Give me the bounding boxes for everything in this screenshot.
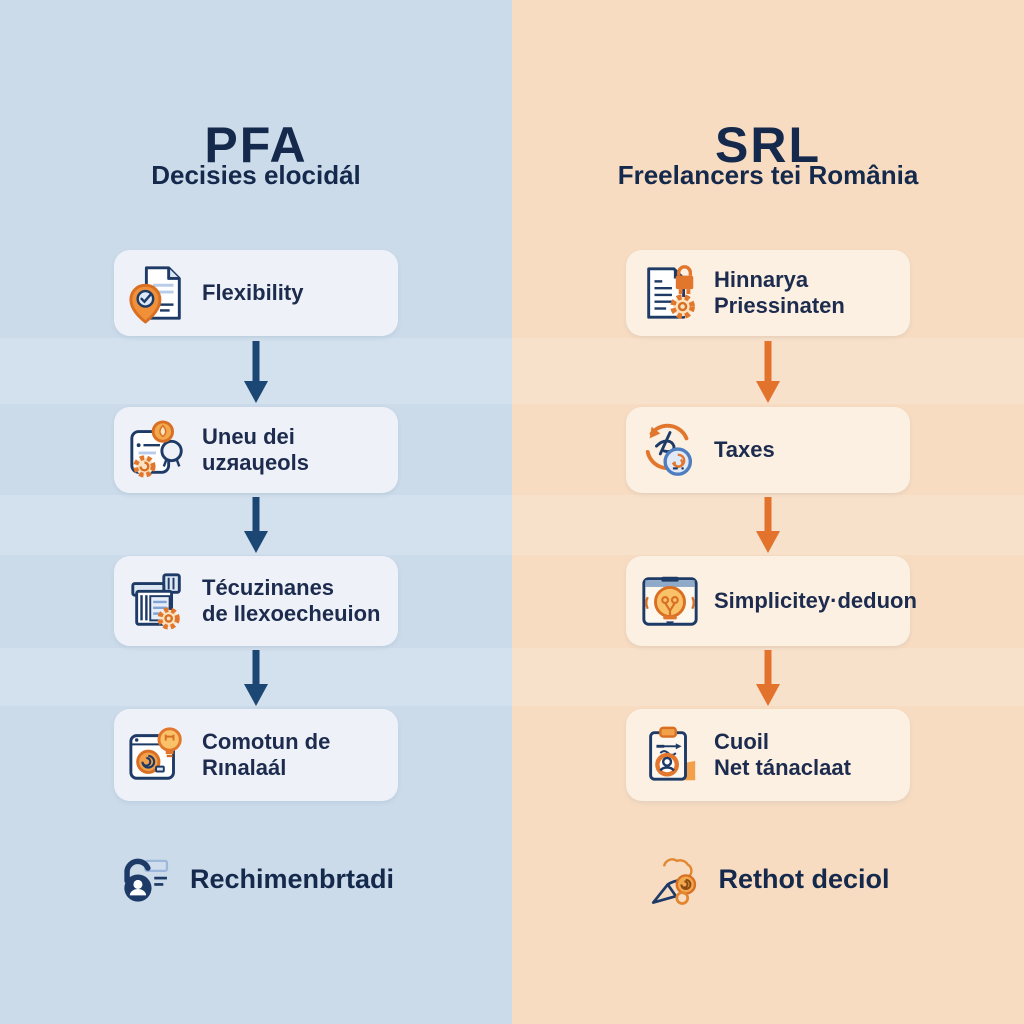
- right-subtitle: Freelancers tei România: [617, 160, 919, 190]
- down-arrow-icon: [242, 497, 270, 553]
- card-label: Taxes: [714, 437, 775, 463]
- tablet-idea-icon: [639, 570, 701, 632]
- left-title: PFA: [204, 116, 308, 173]
- down-arrow-icon: [754, 650, 782, 706]
- right-title: SRL: [715, 116, 821, 173]
- down-arrow-icon: [242, 650, 270, 706]
- right-footer: Rethot deciol: [512, 850, 1024, 908]
- card-label: Simplicitey·deduon: [714, 588, 917, 614]
- tax-cycle-icon: [639, 419, 701, 481]
- clipboard-person-icon: [639, 724, 701, 786]
- card-label: Técuzinanes de Ilexoecheuion: [202, 575, 381, 626]
- right-card-4: Cuoil Net tánaclaat: [626, 709, 910, 801]
- card-label: Cuoil Net tánaclaat: [714, 729, 851, 780]
- card-label: Uneu dei uzяaɥeols: [202, 424, 309, 475]
- certificate-gear-icon: [127, 419, 189, 481]
- document-pin-icon: [127, 262, 189, 324]
- left-card-2: Uneu dei uzяaɥeols: [114, 407, 398, 493]
- archive-gear-icon: [127, 570, 189, 632]
- left-card-4: Comotun de Rınalaál: [114, 709, 398, 801]
- down-arrow-icon: [754, 341, 782, 403]
- megaphone-icon: [646, 850, 704, 908]
- lock-list-icon: [118, 850, 176, 908]
- card-label: Comotun de Rınalaál: [202, 729, 331, 780]
- card-label: Hinnarya Priessinaten: [714, 267, 845, 318]
- down-arrow-icon: [754, 497, 782, 553]
- column-right: SRL Freelancers tei România Hinnarya Pri…: [512, 0, 1024, 1024]
- down-arrow-icon: [242, 341, 270, 403]
- left-subtitle: Decisies elocidál: [151, 160, 361, 190]
- footer-label: Rechimenbrtadi: [189, 863, 395, 894]
- browser-idea-icon: [127, 724, 189, 786]
- left-card-flexibility: Flexibility: [114, 250, 398, 336]
- right-card-taxes: Taxes: [626, 407, 910, 493]
- right-card-3: Simplicitey·deduon: [626, 556, 917, 646]
- column-left: PFA Decisies elocidál Flexibility: [0, 0, 512, 1024]
- footer-label: Rethot deciol: [718, 863, 890, 894]
- left-card-3: Técuzinanes de Ilexoecheuion: [114, 556, 398, 646]
- right-card-1: Hinnarya Priessinaten: [626, 250, 910, 336]
- card-label: Flexibility: [202, 280, 304, 306]
- left-footer: Rechimenbrtadi: [0, 850, 512, 908]
- document-lock-gear-icon: [639, 262, 701, 324]
